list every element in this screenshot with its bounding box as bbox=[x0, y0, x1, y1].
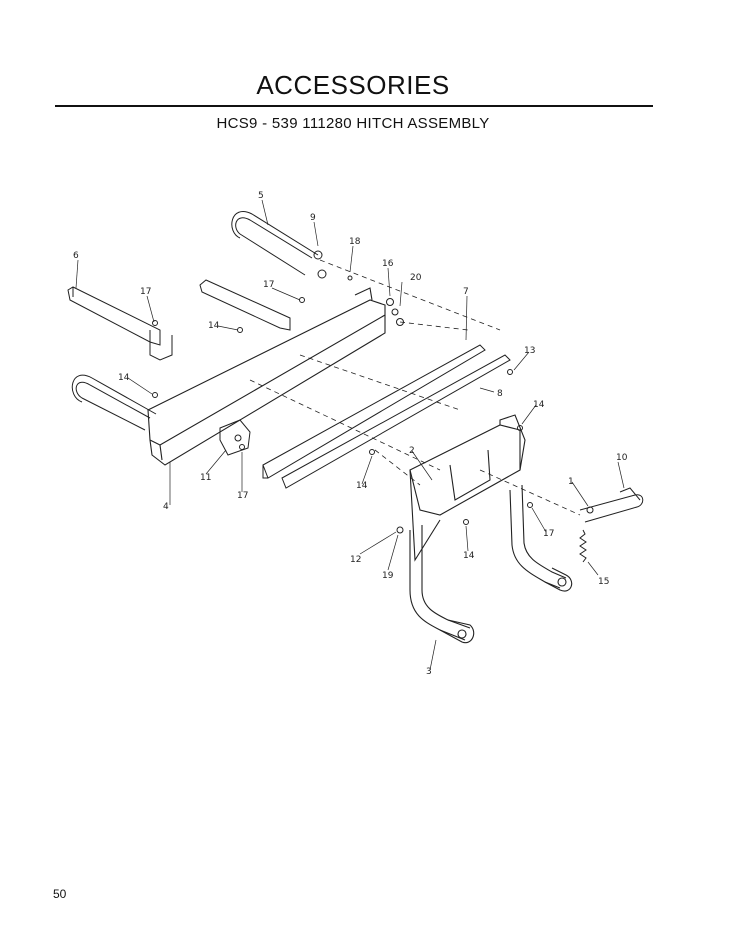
part-8-flat-bar bbox=[281, 354, 511, 489]
callout-19: 19 bbox=[382, 571, 394, 581]
callout-20: 20 bbox=[410, 273, 422, 283]
callout-13: 13 bbox=[524, 346, 535, 356]
part-right-curved-arm bbox=[509, 484, 573, 592]
callout-2: 2 bbox=[409, 446, 415, 456]
callout-12: 12 bbox=[350, 555, 361, 565]
part-10-pin bbox=[579, 487, 644, 523]
part-7-angle-bar bbox=[262, 344, 486, 479]
callout-14: 14 bbox=[118, 373, 130, 383]
part-6-drawbar bbox=[67, 286, 173, 361]
callout-18: 18 bbox=[349, 237, 361, 247]
alignment-lines bbox=[249, 259, 581, 516]
callout-17: 17 bbox=[237, 491, 248, 501]
callout-6: 6 bbox=[73, 251, 79, 261]
callout-17: 17 bbox=[263, 280, 274, 290]
part-4-frame-beam bbox=[147, 287, 386, 466]
page-number: 50 bbox=[53, 887, 67, 901]
callout-10: 10 bbox=[616, 453, 628, 463]
callout-14: 14 bbox=[533, 400, 545, 410]
callout-3: 3 bbox=[426, 667, 432, 677]
callout-14: 14 bbox=[208, 321, 220, 331]
callout-16: 16 bbox=[382, 259, 394, 269]
assembly-subtitle: HCS9 - 539 111280 HITCH ASSEMBLY bbox=[216, 115, 490, 132]
callout-labels: 5 9 18 16 20 7 13 8 14 10 1 17 15 14 19 … bbox=[73, 191, 628, 677]
callout-11: 11 bbox=[200, 473, 211, 483]
part-5-lower-u-bolt bbox=[71, 374, 157, 431]
part-3-curved-arm bbox=[409, 525, 475, 644]
hardware-nuts bbox=[152, 250, 594, 534]
page-title: ACCESSORIES bbox=[256, 70, 450, 100]
part-5-u-bolt bbox=[231, 211, 319, 276]
callout-5: 5 bbox=[258, 191, 264, 201]
part-15-spring bbox=[579, 529, 587, 563]
callout-17: 17 bbox=[543, 529, 554, 539]
callout-15: 15 bbox=[598, 577, 609, 587]
part-2-tower-plate bbox=[409, 414, 526, 562]
part-11-bracket bbox=[219, 419, 251, 456]
part-middle-drawbar bbox=[199, 279, 291, 331]
callout-9: 9 bbox=[310, 213, 316, 223]
callout-14: 14 bbox=[463, 551, 475, 561]
callout-17: 17 bbox=[140, 287, 151, 297]
callout-8: 8 bbox=[497, 389, 503, 399]
callout-1: 1 bbox=[568, 477, 574, 487]
callout-14: 14 bbox=[356, 481, 368, 491]
callout-4: 4 bbox=[163, 502, 169, 512]
leader-lines bbox=[75, 199, 625, 671]
title-divider bbox=[55, 105, 653, 107]
callout-7: 7 bbox=[463, 287, 469, 297]
